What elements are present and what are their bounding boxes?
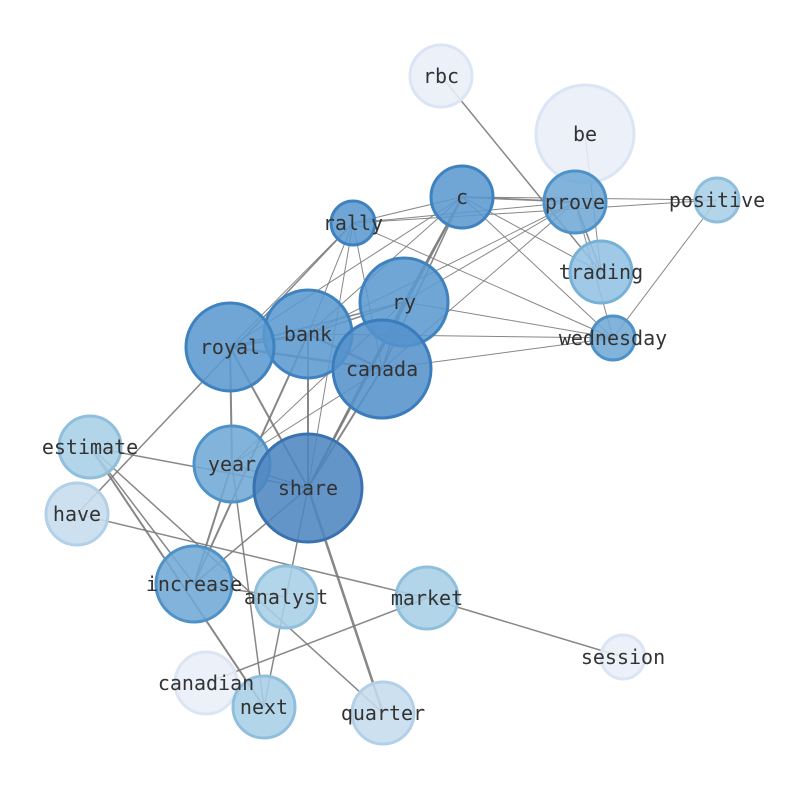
edge-prove-bank (307, 201, 576, 335)
node-label-increase: increase (146, 572, 242, 596)
node-analyst (253, 564, 319, 630)
node-label-canada: canada (346, 357, 418, 381)
node-label-positive: positive (669, 188, 765, 212)
node-trading (568, 239, 634, 305)
node-label-canadian: canadian (158, 671, 254, 695)
node-label-quarter: quarter (341, 701, 425, 725)
node-next (231, 674, 297, 740)
node-wednesday (589, 314, 637, 362)
node-label-year: year (208, 452, 256, 476)
node-label-rally: rally (323, 211, 383, 235)
edge-positive-wednesday (612, 199, 718, 339)
node-label-bank: bank (284, 322, 332, 346)
edge-rbc-trading (440, 75, 602, 273)
edge-market-canadian (205, 597, 428, 684)
node-c (429, 164, 495, 230)
node-label-have: have (53, 502, 101, 526)
node-session (599, 633, 647, 681)
edge-rally-wednesday (352, 222, 614, 339)
node-label-royal: royal (200, 335, 260, 359)
node-canadian (173, 650, 239, 716)
node-label-be: be (573, 122, 597, 146)
edge-c-wednesday (461, 196, 614, 339)
node-label-analyst: analyst (244, 585, 328, 609)
labels-layer: rbc be c prove positive rally trading ry wednesd… (42, 64, 765, 725)
node-positive (693, 176, 741, 224)
node-market (394, 565, 460, 631)
node-label-c: c (456, 185, 468, 209)
node-label-share: share (278, 476, 338, 500)
node-label-wednesday: wednesday (559, 326, 667, 350)
edge-estimate-quarter (89, 446, 384, 714)
edge-market-session (426, 597, 624, 658)
node-share (252, 432, 364, 544)
node-rally (329, 199, 377, 247)
edge-year-next (231, 463, 265, 708)
node-label-estimate: estimate (42, 435, 138, 459)
node-label-ry: ry (392, 290, 416, 314)
node-royal (184, 301, 276, 393)
node-prove (542, 169, 608, 235)
node-estimate (57, 414, 123, 480)
node-canada (331, 318, 433, 420)
node-label-rbc: rbc (423, 64, 459, 88)
node-have (44, 481, 110, 547)
node-quarter (350, 680, 416, 746)
node-increase (154, 544, 234, 624)
node-label-prove: prove (545, 190, 605, 214)
nodes-layer (44, 43, 741, 746)
node-label-trading: trading (559, 260, 643, 284)
edge-positive-rally (352, 199, 718, 224)
node-label-next: next (240, 695, 288, 719)
node-label-market: market (391, 586, 463, 610)
node-label-session: session (581, 645, 665, 669)
node-rbc (408, 43, 474, 109)
edge-have-market (76, 513, 428, 599)
